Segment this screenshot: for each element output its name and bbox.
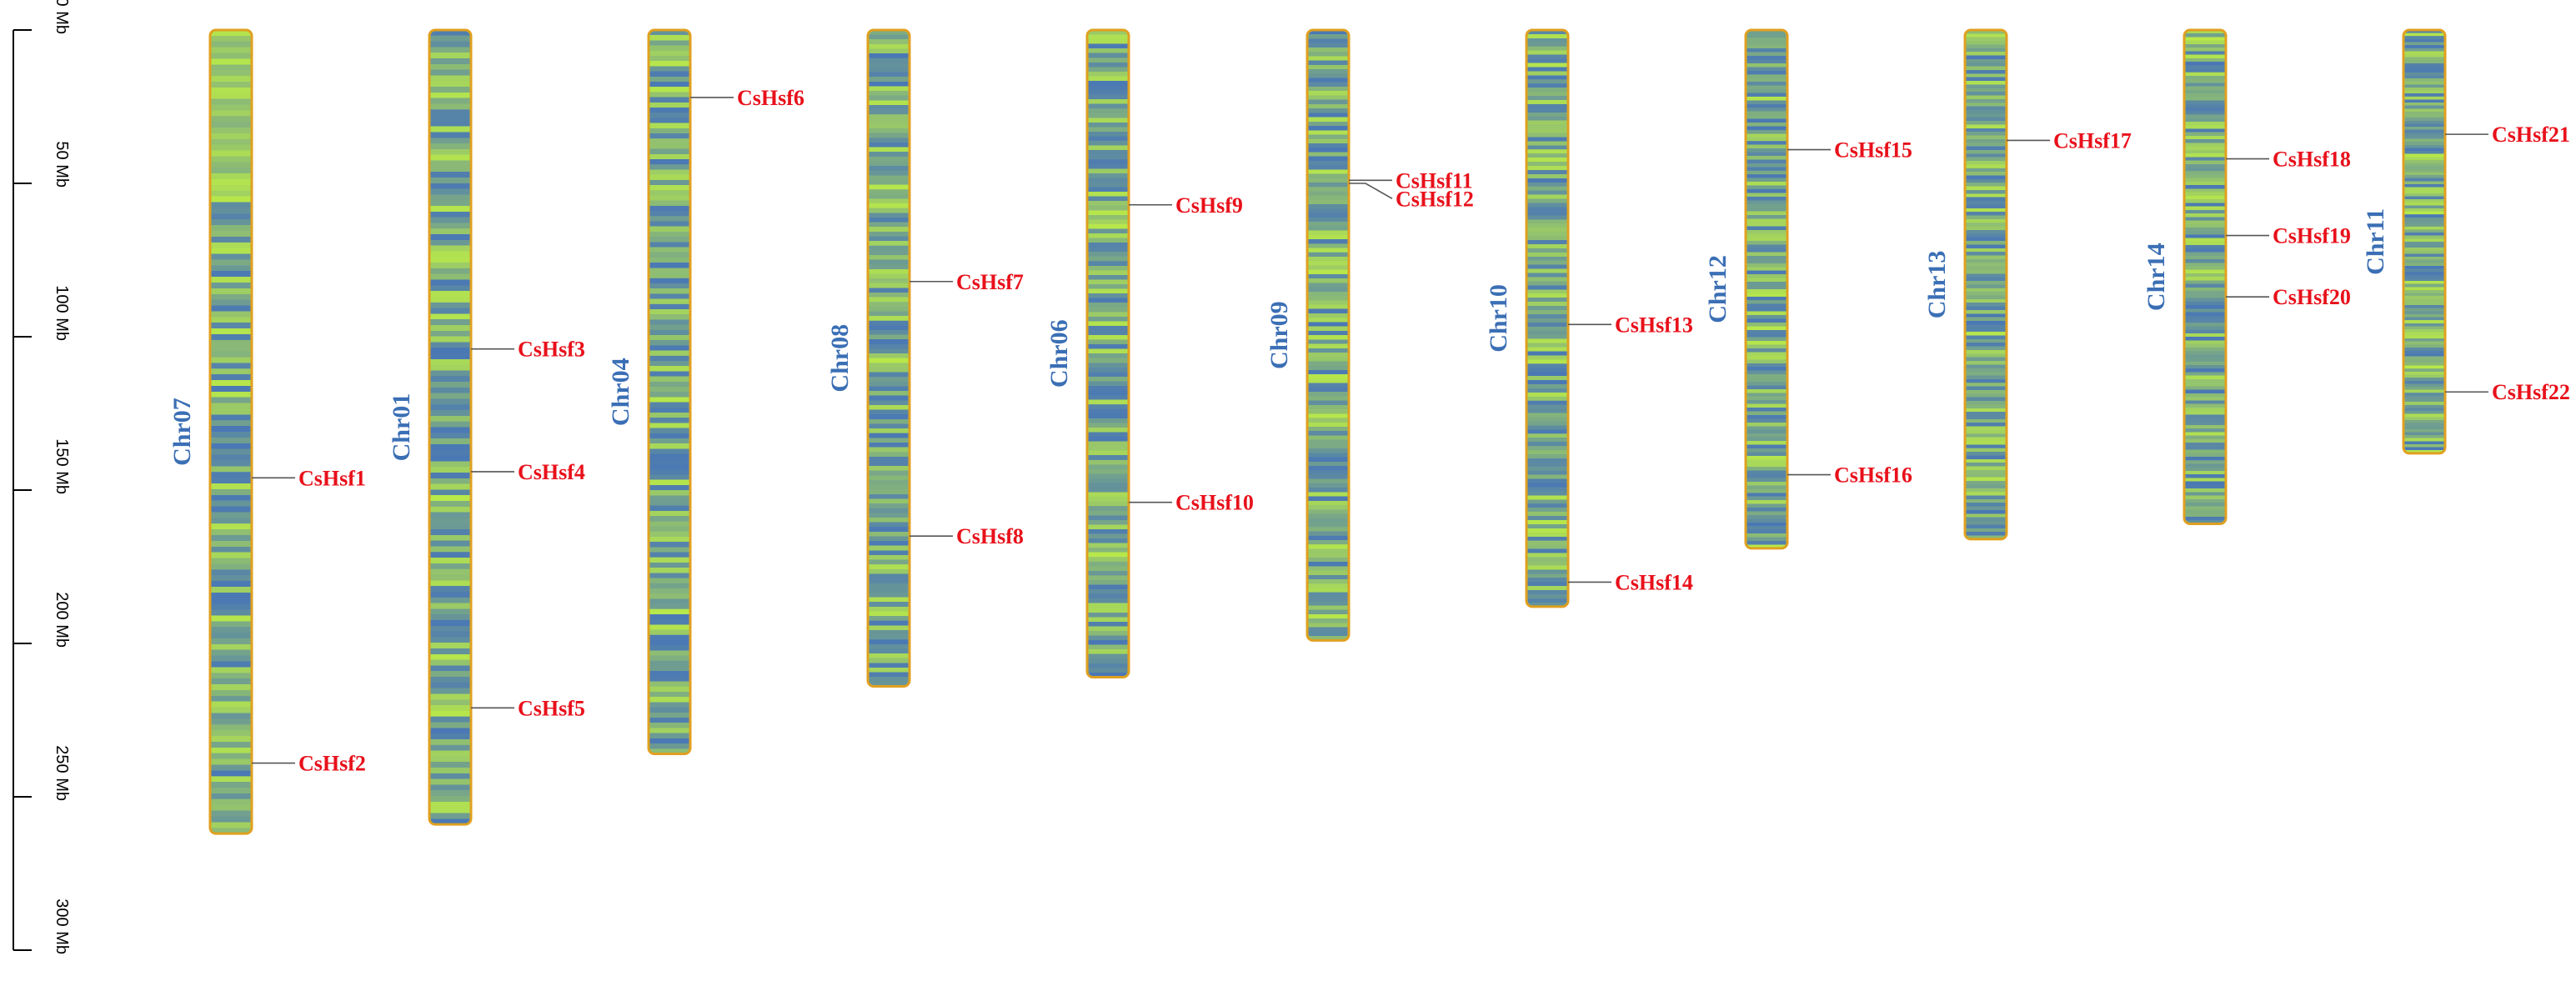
chromosome-label: Chr06 — [1045, 319, 1073, 388]
chromosome-label: Chr13 — [1923, 251, 1951, 319]
gene-label-cshsf6[interactable]: CsHsf6 — [737, 86, 804, 110]
chromosome-label: Chr01 — [388, 393, 415, 462]
gene-label-cshsf19[interactable]: CsHsf19 — [2273, 224, 2351, 248]
axis-tick-label: 50 Mb — [53, 141, 71, 188]
chromosome-bar[interactable] — [1744, 28, 1789, 550]
gene-label-cshsf15[interactable]: CsHsf15 — [1834, 138, 1912, 163]
chromosome-label: Chr09 — [1265, 301, 1293, 369]
gene-label-cshsf13[interactable]: CsHsf13 — [1615, 313, 1693, 337]
chromosome-label: Chr04 — [607, 358, 634, 426]
chromosome-label: Chr12 — [1704, 255, 1732, 323]
chromosome-bar[interactable] — [866, 28, 911, 688]
axis-tick-label: 250 Mb — [53, 745, 71, 801]
gene-label-cshsf8[interactable]: CsHsf8 — [956, 524, 1024, 548]
gene-label-cshsf16[interactable]: CsHsf16 — [1834, 463, 1912, 488]
chromosome-chr13: Chr13 CsHsf17 — [1923, 28, 2132, 541]
chromosome-bar[interactable] — [1085, 28, 1130, 678]
gene-label-cshsf14[interactable]: CsHsf14 — [1615, 570, 1693, 594]
gene-label-cshsf9[interactable]: CsHsf9 — [1175, 193, 1243, 218]
gene-label-cshsf4[interactable]: CsHsf4 — [518, 460, 585, 484]
axis-tick-label: 150 Mb — [53, 438, 71, 494]
chromosome-label: Chr11 — [2362, 208, 2389, 275]
chromosome-bar[interactable] — [1525, 28, 1570, 608]
chromosome-bar[interactable] — [208, 28, 253, 835]
gene-label-cshsf12[interactable]: CsHsf12 — [1396, 187, 1474, 211]
axis-tick-label: 200 Mb — [53, 592, 71, 648]
chromosome-chr04: Chr04 CsHsf6 — [607, 28, 804, 755]
gene-label-cshsf3[interactable]: CsHsf3 — [518, 338, 585, 362]
chromosome-label: Chr10 — [1485, 284, 1512, 353]
gene-connector — [1349, 183, 1393, 200]
chromosome-bar[interactable] — [2402, 28, 2447, 455]
gene-label-cshsf5[interactable]: CsHsf5 — [518, 696, 585, 720]
gene-label-cshsf10[interactable]: CsHsf10 — [1175, 491, 1254, 515]
gene-label-cshsf20[interactable]: CsHsf20 — [2273, 285, 2351, 309]
gene-label-cshsf17[interactable]: CsHsf17 — [2053, 128, 2132, 153]
chromosome-label: Chr07 — [168, 398, 196, 466]
gene-label-cshsf22[interactable]: CsHsf22 — [2492, 380, 2570, 404]
gene-label-cshsf18[interactable]: CsHsf18 — [2273, 148, 2351, 172]
scale-axis: 0 Mb 50 Mb 100 Mb 150 Mb 200 Mb 250 Mb 300 Mb — [13, 0, 71, 954]
chromosome-bar[interactable] — [1306, 28, 1351, 642]
gene-label-cshsf11[interactable]: CsHsf11 — [1396, 168, 1472, 193]
gene-label-cshsf7[interactable]: CsHsf7 — [956, 270, 1024, 294]
chromosome-label: Chr08 — [826, 324, 854, 393]
gene-label-cshsf1[interactable]: CsHsf1 — [298, 466, 366, 490]
gene-label-cshsf21[interactable]: CsHsf21 — [2492, 123, 2570, 147]
chromosome-bar[interactable] — [1963, 28, 2008, 541]
axis-tick-label: 300 Mb — [53, 898, 71, 954]
axis-tick-label: 100 Mb — [53, 285, 71, 341]
axis-tick-label: 0 Mb — [53, 0, 71, 34]
chromosome-bar[interactable] — [647, 28, 692, 755]
gene-label-cshsf2[interactable]: CsHsf2 — [298, 752, 366, 776]
chromosome-bar[interactable] — [428, 28, 473, 826]
chromosome-bar[interactable] — [2183, 28, 2228, 525]
chromosome-label: Chr14 — [2142, 243, 2170, 311]
